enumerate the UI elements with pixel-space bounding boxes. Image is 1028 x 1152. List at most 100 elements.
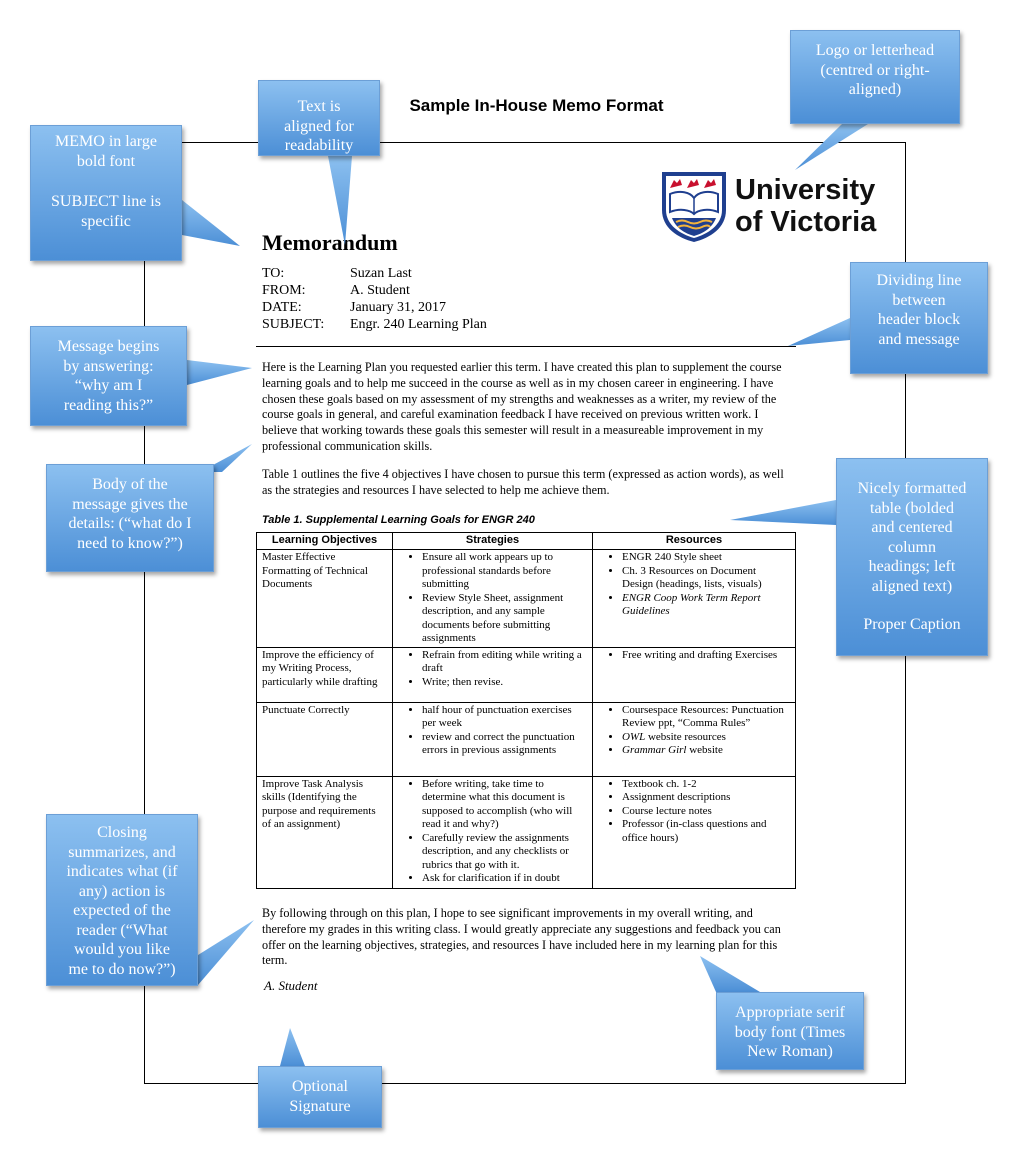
grammar-rest-text: website [686, 744, 723, 756]
callout-line: and centered [871, 519, 953, 536]
table-row: Master Effective Formatting of Technical… [256, 549, 796, 648]
callout-line: bold font [76, 152, 136, 170]
table-row: Improve Task Analysis skills (Identifyin… [256, 775, 796, 889]
callout-line: any) action is [78, 882, 166, 900]
owl-text: OWL [622, 730, 646, 743]
resources-cell: Textbook ch. 1-2 Assignment descriptions… [592, 775, 796, 889]
callout-line: Body of the [92, 476, 168, 493]
callout-line: Signature [289, 1097, 351, 1115]
logo-line-2: of Victoria [735, 206, 877, 238]
pointer-memo-subject [182, 200, 240, 246]
signature: A. Student [264, 978, 318, 993]
list-item: Ch. 3 Resources on Document Design (head… [622, 565, 790, 592]
logo-line-1: University [735, 174, 876, 206]
callout-logo: Logo or letterhead (centred or right- al… [790, 30, 960, 124]
subject-value: Engr. 240 Learning Plan [350, 317, 487, 332]
list-item: Grammar Girl website [622, 744, 790, 758]
callout-body: Body of the message gives the details: (… [46, 464, 214, 572]
list-item: OWL website resources [622, 731, 790, 745]
list-item: Assignment descriptions [622, 791, 790, 805]
callout-line: table (bolded [870, 499, 954, 517]
column-header: Learning Objectives [256, 532, 393, 550]
objective-cell: Improve Task Analysis skills (Identifyin… [256, 775, 393, 889]
list-item: ENGR Coop Work Term Report Guidelines [622, 592, 790, 619]
strategies-cell: half hour of punctuation exercises per w… [392, 701, 593, 777]
memo-heading: Memorandum [262, 230, 398, 255]
logo-wordmark: University of Victoria [735, 174, 876, 238]
callout-line: MEMO in large [55, 133, 157, 150]
table-row: Improve the efficiency of my Writing Pro… [256, 646, 796, 703]
list-item: Refrain from editing while writing a dra… [422, 649, 587, 676]
opening-paragraph: Here is the Learning Plan you requested … [262, 360, 782, 453]
callout-line: headings; left [868, 558, 956, 575]
callout-line: column [888, 538, 936, 556]
callout-line: Optional [292, 1078, 348, 1095]
callout-signature: Optional Signature [258, 1066, 382, 1128]
callout-line: aligned for [284, 117, 354, 135]
callout-line: Appropriate serif [735, 1004, 845, 1021]
from-label: FROM: [262, 283, 306, 298]
pointer-text-aligned [328, 156, 352, 245]
callout-memo-subject: MEMO in large bold font SUBJECT line is … [30, 125, 182, 261]
callout-line: Message begins [57, 338, 160, 355]
callout-line: specific [81, 212, 131, 230]
list-item: Course lecture notes [622, 805, 790, 819]
callout-line: “why am I [74, 377, 143, 394]
callout-line: Text is [297, 98, 341, 115]
callout-line: summarizes, and [68, 843, 176, 861]
callout-table: Nicely formatted table (bolded and cente… [836, 458, 988, 656]
callout-line: details: (“what do I [68, 515, 192, 532]
list-item: Before writing, take time to determine w… [422, 778, 587, 832]
table-intro-paragraph: Table 1 outlines the five 4 objectives I… [262, 467, 784, 497]
university-logo [660, 170, 880, 244]
objective-cell: Master Effective Formatting of Technical… [256, 549, 393, 648]
to-value: Suzan Last [350, 266, 412, 281]
pointer-table [730, 500, 836, 525]
callout-line: New Roman) [747, 1043, 833, 1060]
callout-line: Nicely formatted [857, 480, 967, 497]
header-divider [256, 346, 796, 347]
callout-line: header block [877, 311, 961, 328]
owl-rest-text: website resources [645, 730, 726, 743]
callout-line: reading this?” [63, 396, 154, 414]
list-item: review and correct the punctuation error… [422, 731, 587, 758]
list-item: Carefully review the assignments descrip… [422, 832, 587, 873]
pointer-logo [795, 124, 868, 170]
column-header: Resources [592, 532, 796, 550]
table-caption: Table 1. Supplemental Learning Goals for… [262, 514, 535, 526]
list-item: Professor (in-class questions and office… [622, 818, 790, 845]
callout-line: need to know?”) [77, 534, 183, 552]
date-value: January 31, 2017 [350, 300, 447, 315]
resources-cell: ENGR 240 Style sheet Ch. 3 Resources on … [592, 549, 796, 648]
date-label: DATE: [262, 300, 302, 315]
pointer-dividing-line [788, 318, 850, 346]
callout-line: between [892, 291, 946, 309]
from-value: A. Student [350, 283, 410, 298]
page-title: Sample In-House Memo Format [409, 96, 664, 115]
table-row: Punctuate Correctly half hour of punctua… [256, 701, 796, 777]
callout-line: would you like [74, 941, 170, 958]
callout-line: (centred or right- [820, 61, 930, 79]
callout-line: expected of the [73, 902, 171, 919]
callout-font: Appropriate serif body font (Times New R… [716, 992, 864, 1070]
to-label: TO: [262, 266, 285, 281]
list-item: Coursespace Resources: Punctuation Revie… [622, 704, 790, 731]
uvic-crest-icon [662, 172, 726, 242]
callout-line: Dividing line [876, 272, 962, 289]
callout-line: and message [878, 330, 960, 348]
callout-line: Proper Caption [863, 616, 961, 633]
strategies-cell: Refrain from editing while writing a dra… [392, 646, 593, 703]
callout-line: body font (Times [734, 1023, 846, 1041]
list-item: Ensure all work appears up to profession… [422, 551, 587, 592]
pointer-closing [198, 920, 254, 985]
subject-label: SUBJECT: [262, 317, 325, 332]
callout-line: reader (“What [76, 921, 168, 939]
callout-line: aligned) [848, 81, 902, 98]
callout-line: by answering: [63, 357, 154, 375]
callout-line: readability [284, 137, 354, 154]
table-header-row: Learning Objectives Strategies Resources [256, 532, 796, 550]
callout-line: message gives the [72, 495, 188, 513]
list-item: ENGR 240 Style sheet [622, 551, 790, 565]
callout-closing: Closing summarizes, and indicates what (… [46, 814, 198, 986]
